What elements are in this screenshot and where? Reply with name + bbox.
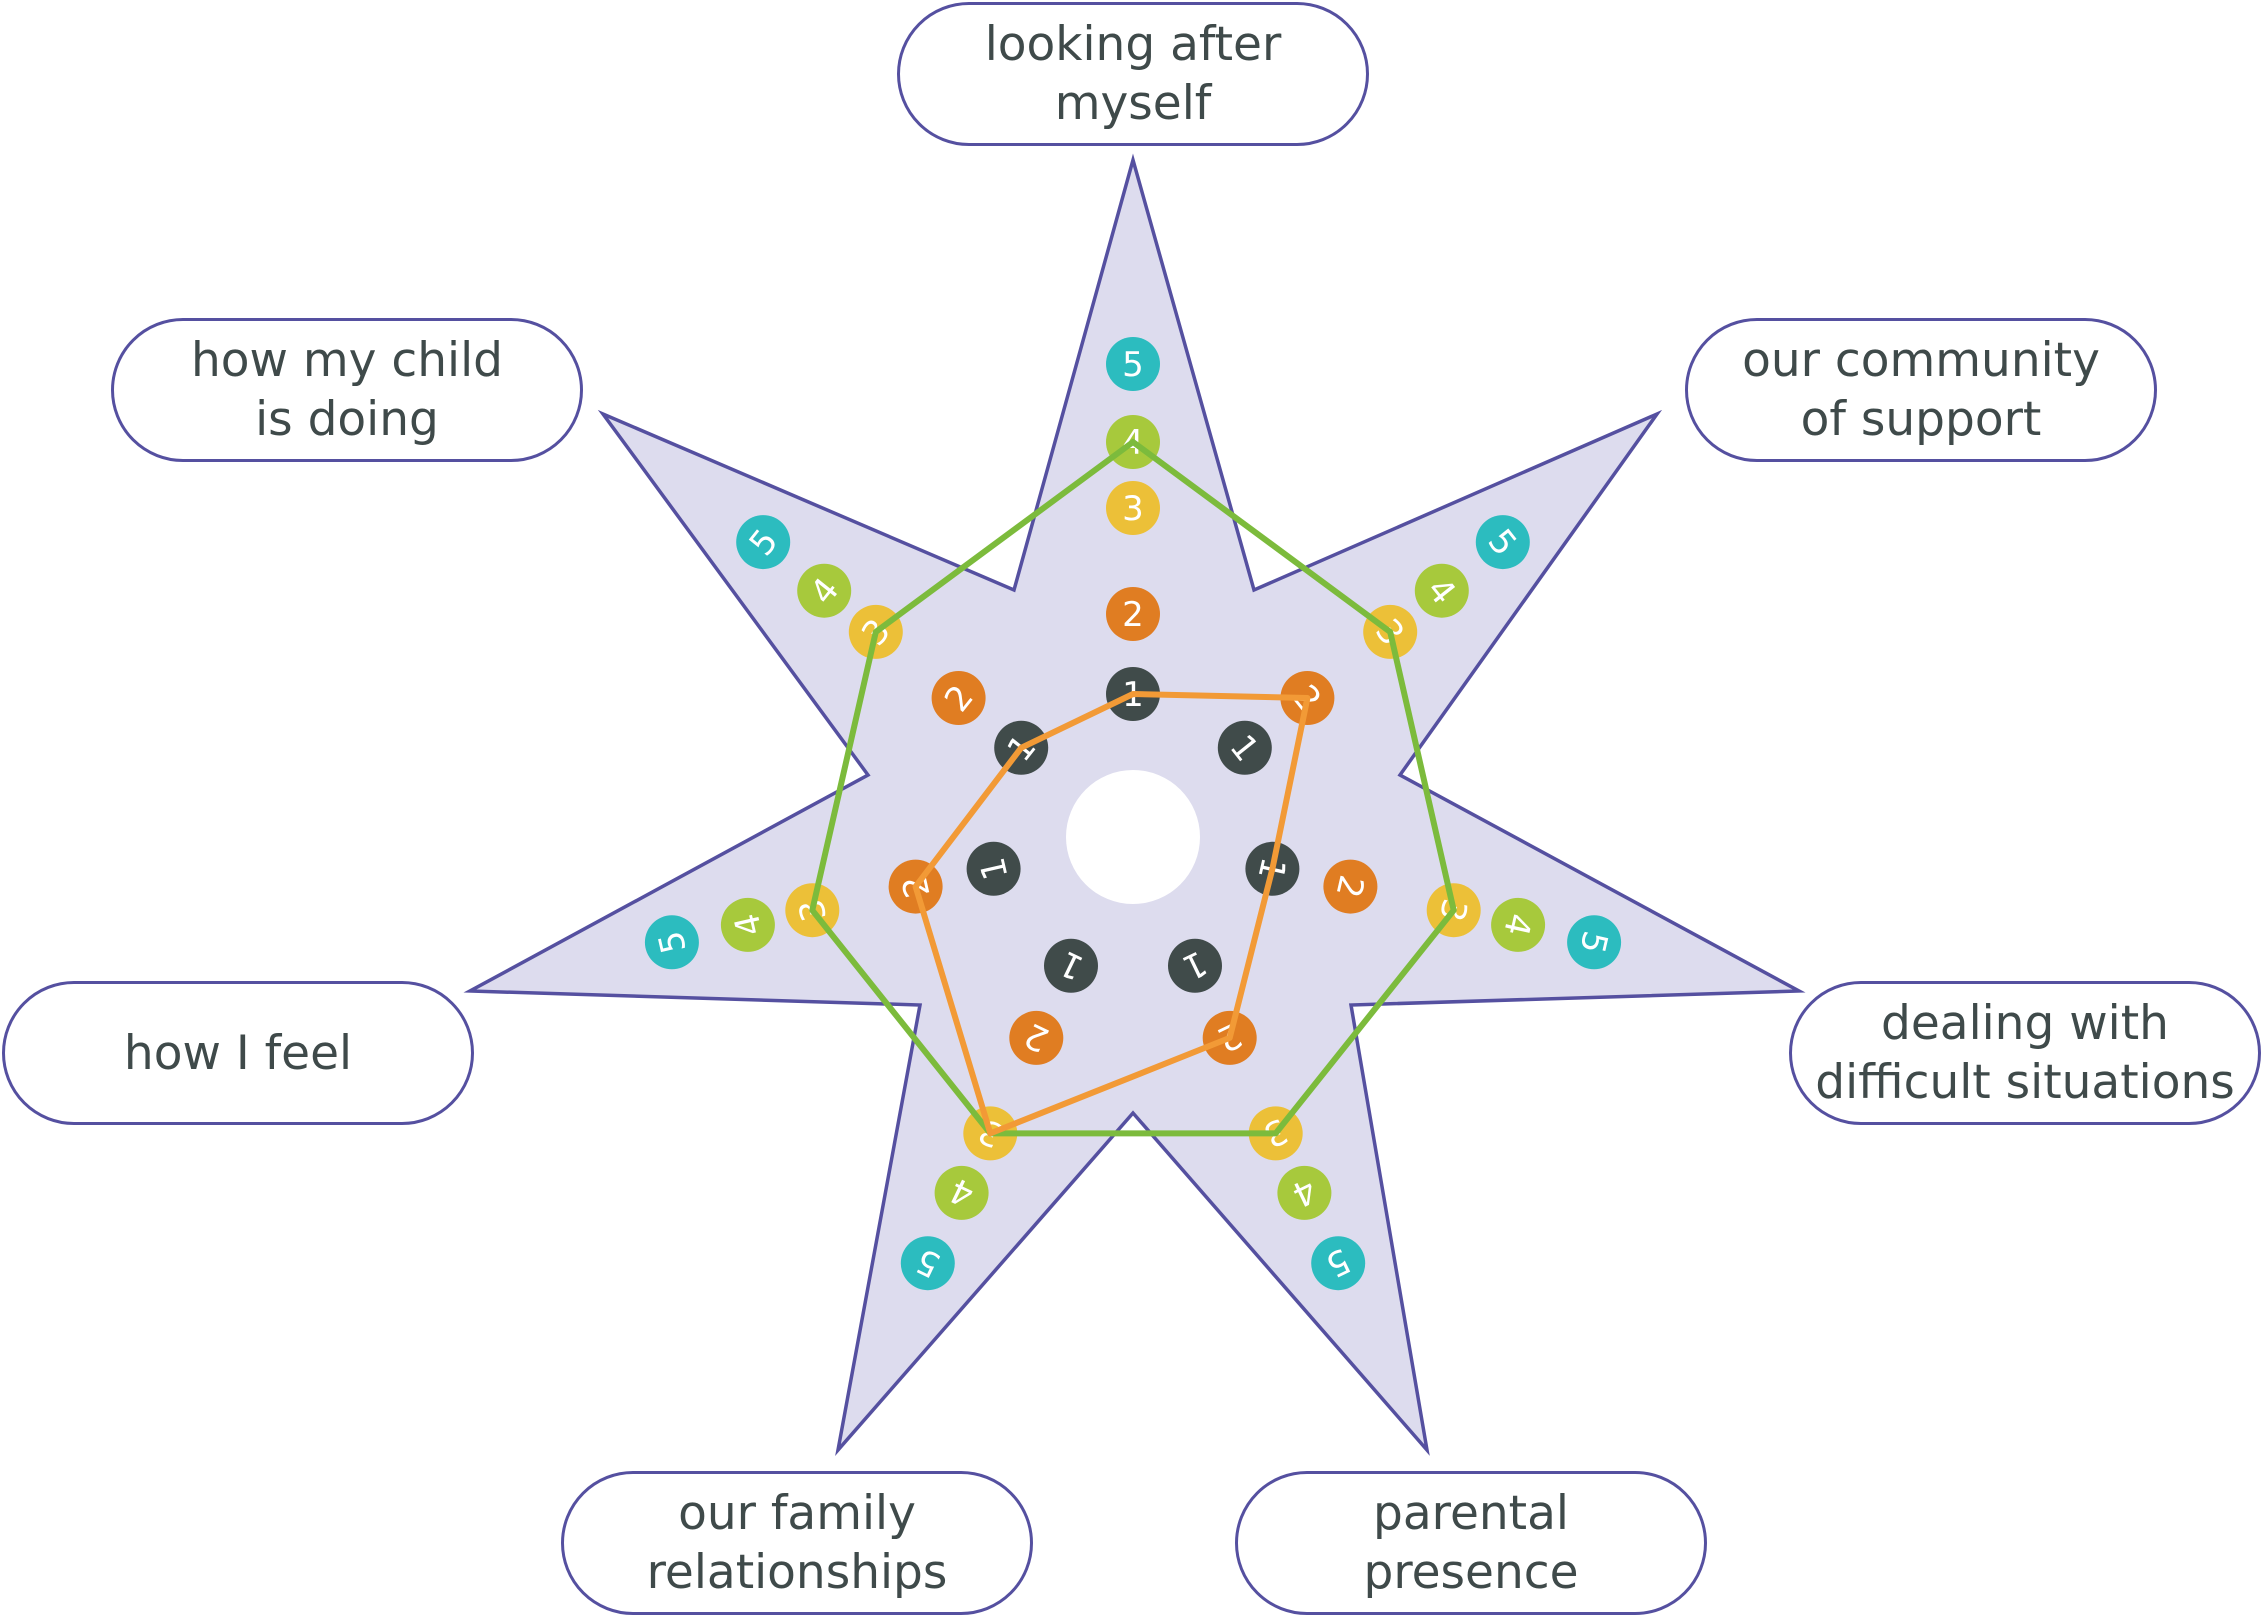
score-marker-dot [931, 671, 986, 725]
center-hub [1066, 770, 1200, 904]
score-marker-dot [797, 563, 852, 618]
score-marker-dot [1567, 915, 1622, 970]
score-marker-dot [1491, 897, 1546, 952]
score-marker-dot [1311, 1236, 1366, 1291]
score-marker-how-my-child-is-doing-5: 5 [736, 515, 791, 570]
score-marker-dot [1168, 938, 1222, 993]
score-marker-our-community-of-support-4: 4 [1414, 563, 1469, 618]
score-marker-dot [1414, 563, 1469, 618]
score-marker-looking-after-myself-3: 3 [1106, 481, 1160, 535]
label-how-i-feel: how I feel [2, 981, 474, 1125]
score-marker-number: 3 [1122, 489, 1144, 529]
score-marker-our-family-relationships-4: 4 [934, 1165, 989, 1220]
score-marker-looking-after-myself-2: 2 [1106, 587, 1160, 641]
score-marker-dot [1217, 720, 1272, 775]
score-marker-dot [720, 897, 775, 952]
score-marker-how-i-feel-1: 1 [966, 841, 1021, 896]
score-marker-dealing-with-difficult-situations-5: 5 [1567, 915, 1622, 970]
label-parental-presence: parental presence [1235, 1471, 1707, 1615]
score-marker-number: 5 [1122, 345, 1144, 385]
score-marker-our-family-relationships-1: 1 [1044, 938, 1098, 993]
score-marker-dot [1044, 938, 1098, 993]
score-marker-our-community-of-support-1: 1 [1217, 720, 1272, 775]
score-marker-dot [1475, 515, 1530, 570]
score-marker-how-i-feel-4: 4 [720, 897, 775, 952]
score-marker-dot [644, 915, 699, 970]
score-marker-parental-presence-4: 4 [1277, 1165, 1332, 1220]
label-our-family-relationships: our family relationships [561, 1471, 1033, 1615]
score-marker-dot [1277, 1165, 1332, 1220]
score-marker-dot [1106, 337, 1160, 391]
score-marker-our-family-relationships-5: 5 [900, 1236, 955, 1291]
score-marker-parental-presence-1: 1 [1168, 938, 1222, 993]
score-marker-dot [900, 1236, 955, 1291]
score-marker-dot [736, 515, 791, 570]
score-marker-our-community-of-support-5: 5 [1475, 515, 1530, 570]
score-marker-dot [1106, 481, 1160, 535]
score-marker-dot [1323, 859, 1378, 914]
score-marker-looking-after-myself-5: 5 [1106, 337, 1160, 391]
profile-line-2 [912, 691, 1311, 1137]
profile-line-1 [809, 439, 1457, 1137]
score-marker-dot [1106, 587, 1160, 641]
label-looking-after-myself: looking after myself [897, 2, 1369, 146]
label-dealing-with-difficult-situations: dealing with difficult situations [1789, 981, 2261, 1125]
label-how-my-child-is-doing: how my child is doing [111, 318, 583, 462]
score-marker-our-family-relationships-2: 2 [1009, 1010, 1064, 1065]
score-marker-dealing-with-difficult-situations-2: 2 [1323, 859, 1378, 914]
score-marker-dot [934, 1165, 989, 1220]
score-marker-parental-presence-5: 5 [1311, 1236, 1366, 1291]
label-our-community-of-support: our community of support [1685, 318, 2157, 462]
score-marker-how-my-child-is-doing-2: 2 [931, 671, 986, 725]
score-marker-how-my-child-is-doing-4: 4 [797, 563, 852, 618]
score-profiles [809, 439, 1457, 1137]
score-marker-dot [966, 841, 1021, 896]
score-marker-dot [1009, 1010, 1064, 1065]
score-marker-how-i-feel-5: 5 [644, 915, 699, 970]
score-marker-number: 2 [1122, 595, 1144, 635]
score-marker-dealing-with-difficult-situations-4: 4 [1491, 897, 1546, 952]
